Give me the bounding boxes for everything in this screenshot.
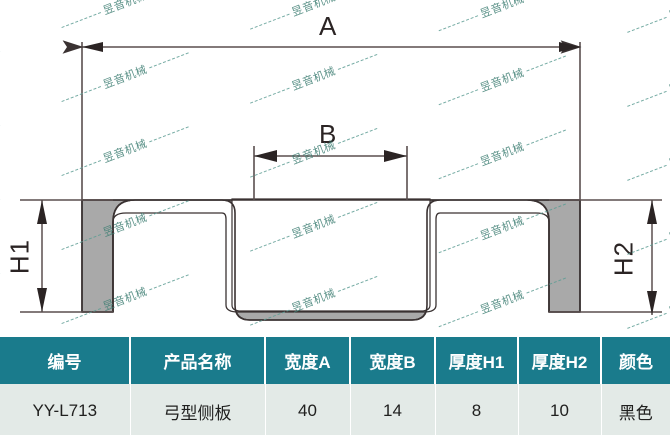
cell-thickness-h1: 8 <box>434 384 519 435</box>
dimension-a <box>62 40 582 200</box>
column-header-thick-h1: 厚度H1 <box>434 337 519 384</box>
spec-table: 编号 产品名称 宽度A 宽度B 厚度H1 厚度H2 颜色 YY-L713 弓型侧… <box>0 337 670 435</box>
dimension-b <box>253 146 408 200</box>
column-header-name: 产品名称 <box>129 337 266 384</box>
dimension-h1 <box>37 200 47 312</box>
table-row: YY-L713 弓型侧板 40 14 8 10 黑色 <box>0 384 670 435</box>
dimension-label-h1: H1 <box>4 238 35 275</box>
column-header-code: 编号 <box>0 337 131 384</box>
cell-name: 弓型侧板 <box>129 384 266 435</box>
column-header-color: 颜色 <box>600 337 670 384</box>
dimension-h2 <box>647 200 657 315</box>
cell-width-a: 40 <box>264 384 351 435</box>
cell-width-b: 14 <box>349 384 436 435</box>
dimension-label-b: B <box>319 119 338 149</box>
cell-code: YY-L713 <box>0 384 131 435</box>
cell-color: 黑色 <box>600 384 670 435</box>
dimension-label-h2: H2 <box>608 240 639 277</box>
cell-thickness-h2: 10 <box>517 384 602 435</box>
column-header-width-a: 宽度A <box>264 337 351 384</box>
reference-lines <box>20 199 662 313</box>
profile-outline <box>81 198 581 321</box>
column-header-thick-h2: 厚度H2 <box>517 337 602 384</box>
technical-drawing: A B H1 H2 <box>4 11 662 321</box>
dimension-label-a: A <box>319 11 338 41</box>
table-header-row: 编号 产品名称 宽度A 宽度B 厚度H1 厚度H2 颜色 <box>0 337 670 384</box>
column-header-width-b: 宽度B <box>349 337 436 384</box>
